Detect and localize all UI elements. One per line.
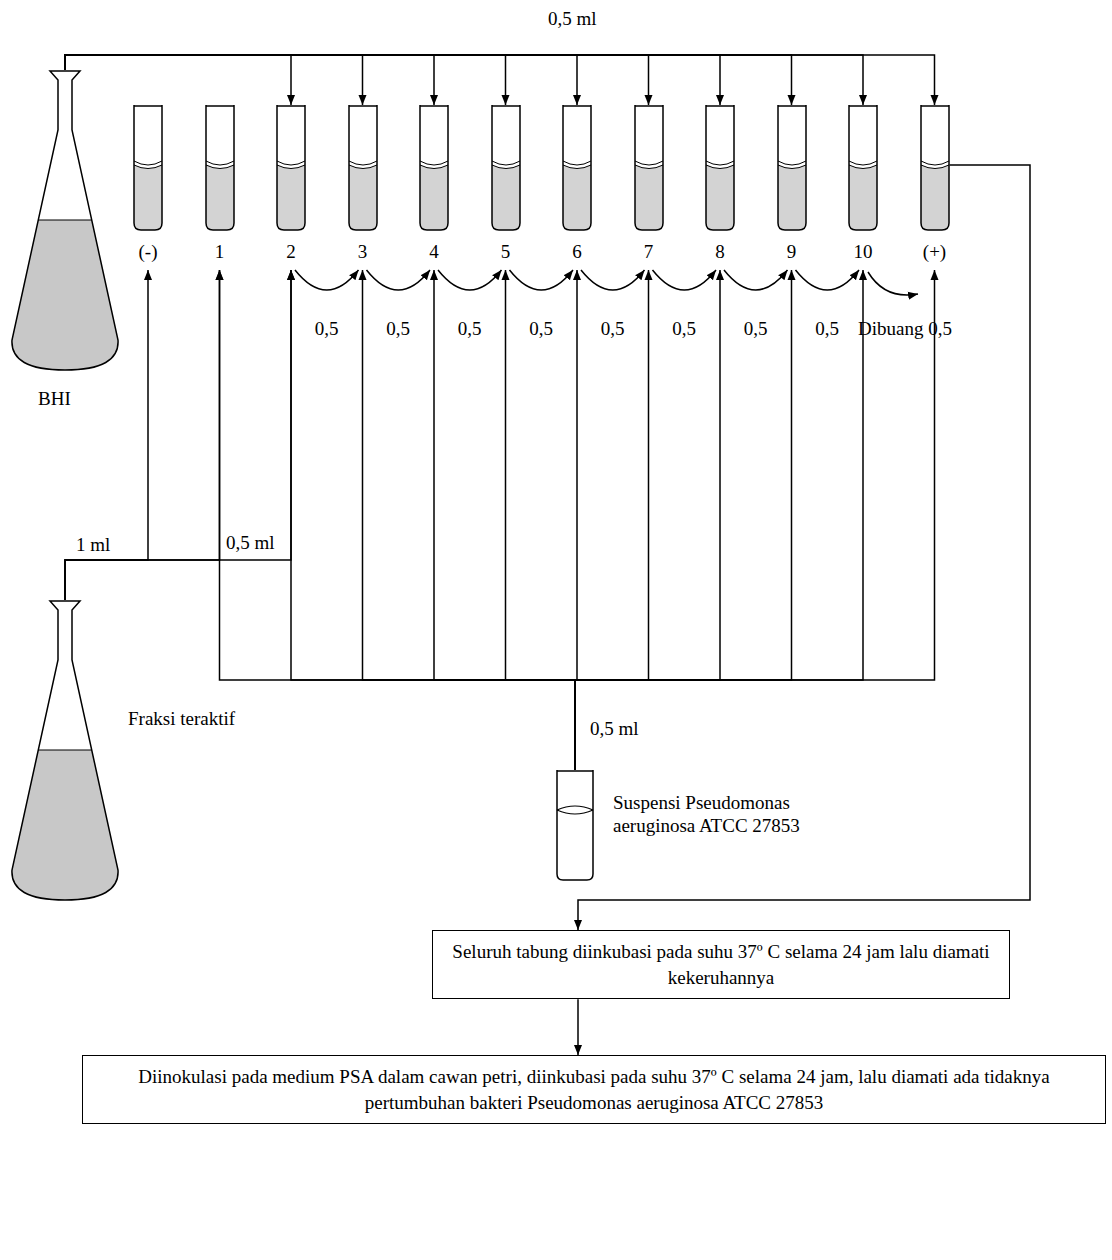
test-tube: 6 (557, 105, 597, 270)
flow-connector (295, 270, 359, 290)
flow-connector (434, 270, 575, 770)
flow-connector (65, 55, 506, 105)
flow-connector (575, 270, 720, 770)
test-tube-shape (343, 105, 383, 235)
test-tube-shape (557, 105, 597, 235)
volume-label: 0,5 (815, 318, 839, 341)
bacteria-suspension-tube: Suspensi Pseudomonas aeruginosa ATCC 278… (555, 770, 815, 882)
volume-label: 0,5 (672, 318, 696, 341)
flow-connector (65, 55, 863, 105)
discard-arrow (868, 272, 918, 295)
test-tube: (+) (915, 105, 955, 270)
flow-connector (653, 270, 717, 290)
process-box: Diinokulasi pada medium PSA dalam cawan … (82, 1055, 1106, 1124)
process-box: Seluruh tabung diinkubasi pada suhu 37º … (432, 930, 1010, 999)
volume-label: 0,5 ml (590, 718, 639, 741)
test-tube-shape (128, 105, 168, 235)
flow-connector (65, 55, 434, 105)
node-label: 2 (261, 241, 321, 264)
node-label: 9 (762, 241, 822, 264)
flow-connector (575, 270, 792, 770)
node-label: (+) (905, 241, 965, 264)
test-tube: 3 (343, 105, 383, 270)
node-label: 3 (333, 241, 393, 264)
test-tube: 9 (772, 105, 812, 270)
test-tube: 5 (486, 105, 526, 270)
flow-connector (65, 55, 720, 105)
volume-label: 0,5 (744, 318, 768, 341)
test-tube-shape (843, 105, 883, 235)
test-tube-shape (629, 105, 669, 235)
flow-connector (796, 270, 860, 290)
flow-connector (581, 270, 645, 290)
node-label: 1 (190, 241, 250, 264)
test-tube: 1 (200, 105, 240, 270)
flask-shape (10, 70, 120, 372)
volume-label: 0,5 ml (548, 8, 597, 31)
test-tube: (-) (128, 105, 168, 270)
fraction-flask: Fraksi teraktif (10, 600, 270, 902)
flask-shape (10, 600, 120, 902)
flow-connector (510, 270, 574, 290)
node-label: 4 (404, 241, 464, 264)
node-label: Suspensi Pseudomonas aeruginosa ATCC 278… (613, 792, 808, 838)
volume-label: 0,5 (386, 318, 410, 341)
test-tube-shape (772, 105, 812, 235)
volume-label: 0,5 (458, 318, 482, 341)
test-tube: 4 (414, 105, 454, 270)
flow-connector (578, 165, 1030, 930)
flow-connector (506, 270, 576, 770)
flow-connector (367, 270, 431, 290)
flow-connector (65, 55, 792, 105)
volume-label: 0,5 (601, 318, 625, 341)
test-tube-shape (414, 105, 454, 235)
node-label: (-) (118, 241, 178, 264)
node-label: 8 (690, 241, 750, 264)
test-tube: 2 (271, 105, 311, 270)
test-tube-shape (486, 105, 526, 235)
flow-connector (577, 999, 579, 1055)
flow-connector (65, 55, 935, 105)
process-text: Diinokulasi pada medium PSA dalam cawan … (97, 1064, 1091, 1115)
test-tube-shape (915, 105, 955, 235)
test-tube-shape (271, 105, 311, 235)
test-tube-shape (200, 105, 240, 235)
process-text: Seluruh tabung diinkubasi pada suhu 37º … (447, 939, 995, 990)
flow-connector (575, 270, 863, 770)
flow-connector (65, 55, 649, 105)
flow-connector (363, 270, 576, 770)
flow-connector (291, 270, 575, 770)
test-tube-shape (700, 105, 740, 235)
flow-connector (575, 270, 935, 770)
medium-flask: BHI (10, 70, 130, 430)
node-label: 5 (476, 241, 536, 264)
volume-label: 0,5 ml (226, 532, 275, 555)
flow-connector (65, 55, 363, 105)
volume-label: 1 ml (76, 534, 110, 557)
node-label: BHI (38, 388, 71, 411)
node-label: 6 (547, 241, 607, 264)
node-label: 10 (833, 241, 893, 264)
flow-connector (575, 270, 649, 770)
test-tube-shape (555, 770, 595, 882)
flow-connector (65, 55, 577, 105)
test-tube: 8 (700, 105, 740, 270)
flow-connector (724, 270, 788, 290)
volume-label: Dibuang 0,5 (858, 318, 952, 341)
node-label: Fraksi teraktif (128, 708, 235, 731)
flow-connector (65, 55, 291, 105)
flow-connector (220, 270, 576, 770)
flow-connector (438, 270, 502, 290)
node-label: 7 (619, 241, 679, 264)
volume-label: 0,5 (315, 318, 339, 341)
test-tube: 7 (629, 105, 669, 270)
volume-label: 0,5 (529, 318, 553, 341)
test-tube: 10 (843, 105, 883, 270)
